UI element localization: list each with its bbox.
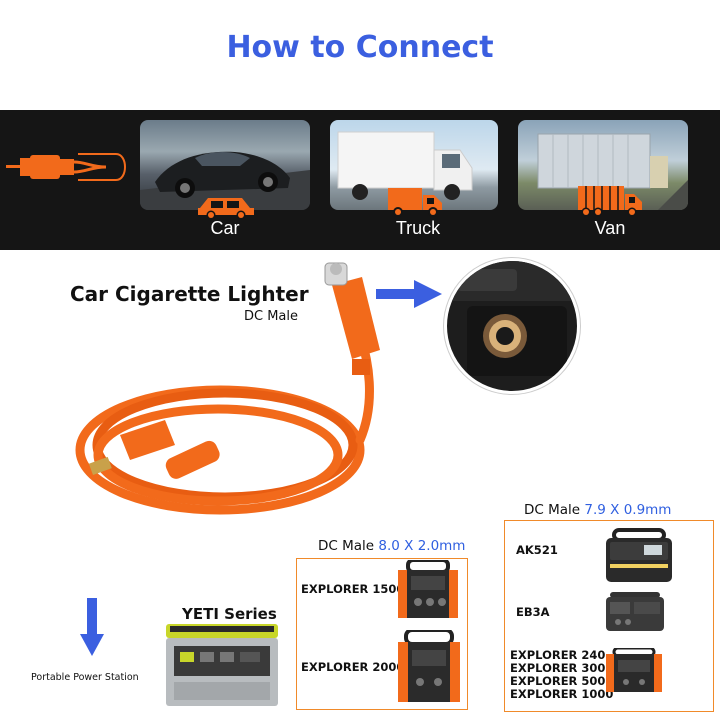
model-explorer-list: EXPLORER 240 EXPLORER 300 EXPLORER 500 E… (510, 648, 614, 701)
vehicle-label-truck: Truck (395, 218, 441, 238)
dc-80-prefix: DC Male (318, 538, 375, 554)
car-photo (140, 120, 310, 210)
model-ak521: AK521 (516, 543, 558, 557)
dc-79-header: DC Male 7.9 X 0.9mm (524, 502, 671, 518)
dc-79-prefix: DC Male (524, 502, 581, 518)
page-title: How to Connect (226, 30, 494, 65)
dc-80-header: DC Male 8.0 X 2.0mm (318, 538, 465, 554)
vehicle-band: Car Truck Va (0, 110, 720, 250)
dc-79-value: 7.9 X 0.9mm (584, 502, 672, 518)
yeti-device (166, 624, 278, 706)
model-explorer-1500: EXPLORER 1500 (301, 582, 405, 596)
cable-image (75, 262, 380, 515)
lighter-title: Car Cigarette Lighter (70, 282, 309, 306)
vehicle-label-car: Car (210, 218, 240, 238)
model-eb3a: EB3A (516, 605, 550, 619)
model-explorer-2000: EXPLORER 2000 (301, 660, 405, 674)
van-icon (578, 186, 642, 217)
car-icon (198, 198, 254, 220)
eb3a-device (606, 592, 664, 631)
portable-power-station-label: Portable Power Station (31, 672, 139, 683)
arrow-down-icon (80, 598, 104, 656)
vehicle-label-van: Van (594, 218, 626, 238)
arrow-right-icon (376, 280, 442, 308)
cigarette-plug-icon (6, 153, 126, 181)
ak521-device (606, 528, 672, 582)
lighter-socket-photo (444, 258, 580, 394)
explorer-small-device (606, 648, 662, 692)
dc-80-value: 8.0 X 2.0mm (378, 538, 466, 554)
lighter-subtitle: DC Male (244, 309, 299, 324)
truck-icon (388, 188, 442, 217)
yeti-label: YETI Series (182, 605, 277, 623)
explorer-1500-device (398, 560, 458, 618)
explorer-2000-device (398, 630, 460, 702)
